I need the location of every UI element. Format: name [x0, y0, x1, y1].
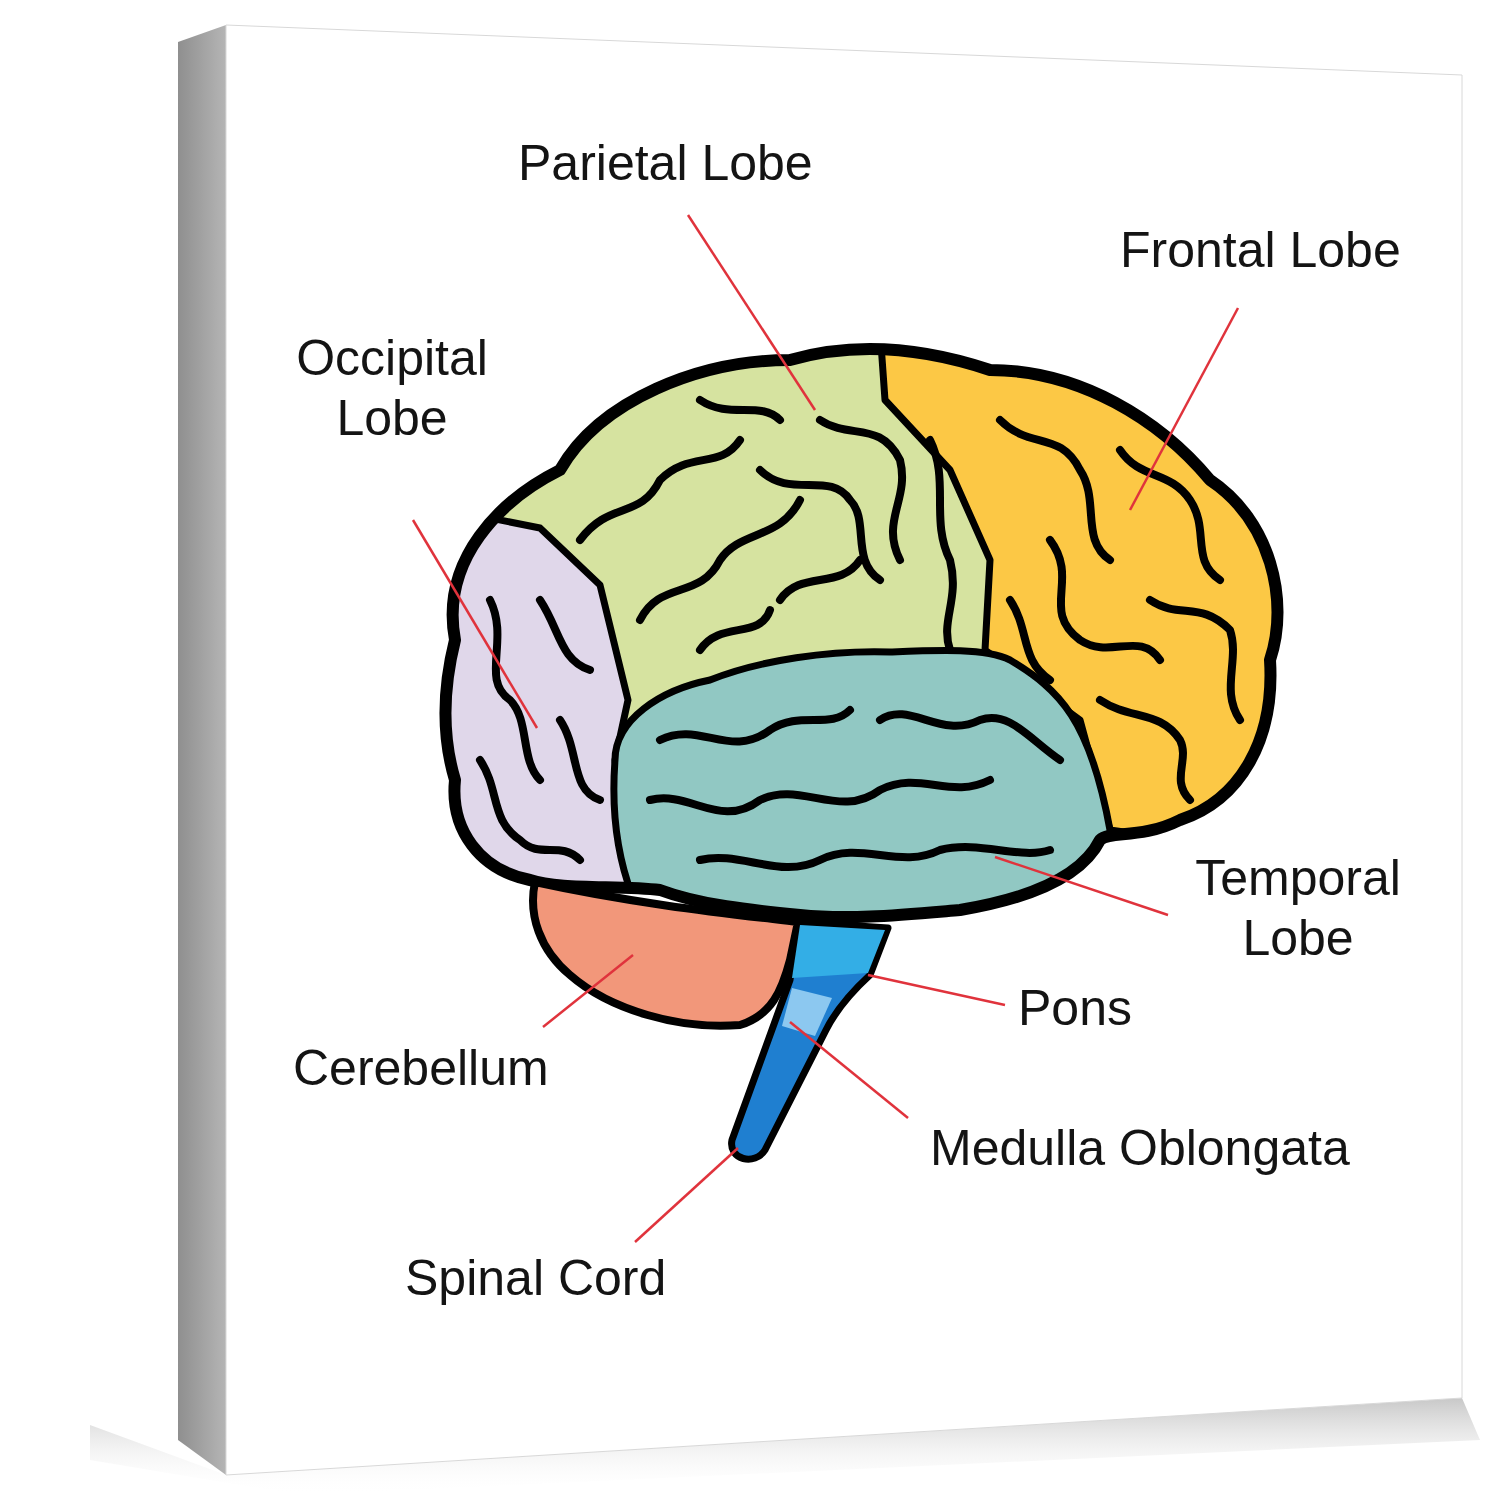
- part-label: Temporal Lobe: [1178, 848, 1418, 968]
- brainstem-shape: [732, 922, 888, 1159]
- part-label: Spinal Cord: [405, 1248, 666, 1308]
- part-label: Parietal Lobe: [518, 133, 813, 193]
- brain-outline: [446, 349, 1278, 917]
- occipital-lobe: [400, 500, 632, 910]
- part-label: Frontal Lobe: [1120, 220, 1401, 280]
- part-label: Medulla Oblongata: [930, 1118, 1350, 1178]
- medulla-highlight: [782, 988, 832, 1036]
- part-label: Occipital Lobe: [262, 328, 522, 448]
- part-label: Pons: [1018, 978, 1132, 1038]
- gyri: [480, 400, 1240, 867]
- pons-shape: [792, 925, 885, 978]
- canvas-face: [226, 25, 1462, 1475]
- part-label: Cerebellum: [293, 1038, 549, 1098]
- canvas-side: [178, 25, 226, 1475]
